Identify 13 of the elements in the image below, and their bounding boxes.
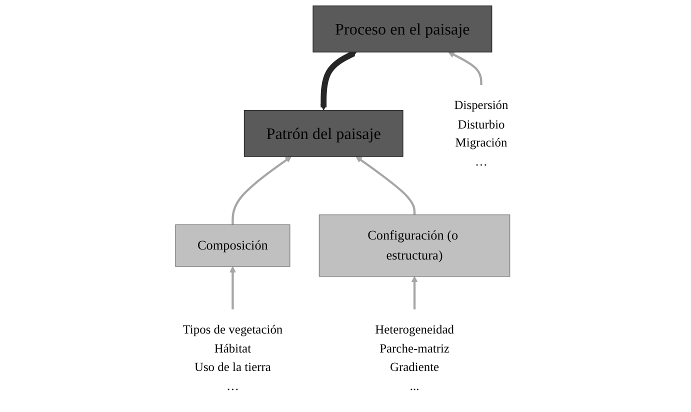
arrow [320, 50, 357, 110]
arrow [356, 156, 416, 215]
node-text: Heterogeneidad Parche-matriz Gradiente ... [375, 322, 454, 393]
arrow [448, 52, 482, 86]
node-text: Tipos de vegetación Hábitat Uso de la tierra … [182, 322, 283, 393]
arrow [411, 276, 418, 310]
node-box: Configuración (o estructura) [318, 214, 510, 277]
node-box: Proceso en el paisaje [312, 6, 492, 52]
arrow [229, 266, 236, 310]
node-box: Composición [175, 224, 290, 267]
arrow [232, 156, 292, 225]
node-text: Dispersión Disturbio Migración … [454, 98, 508, 168]
node-box: Patrón del paisaje [244, 110, 404, 157]
